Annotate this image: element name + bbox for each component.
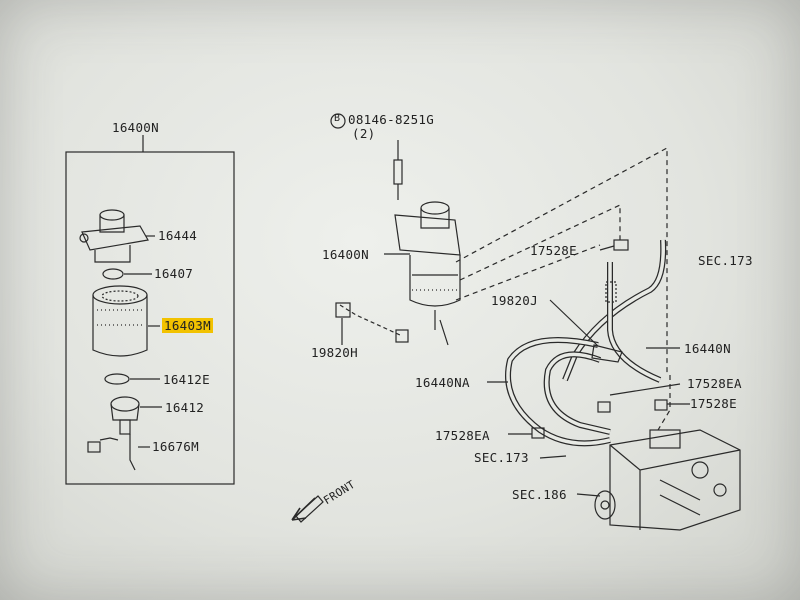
- main-filter-assembly: [393, 159, 461, 346]
- part-16412-label: 16412: [165, 400, 205, 415]
- part-16676m-label: 16676M: [152, 439, 199, 454]
- sec-173-bottom-label: SEC.173: [474, 450, 529, 465]
- part-19820j-label: 19820J: [491, 293, 538, 308]
- part-16444-label: 16444: [158, 228, 198, 243]
- part-16407-label: 16407: [154, 266, 194, 281]
- harness-dashed: [339, 304, 401, 336]
- harness-part: [87, 434, 136, 471]
- part-17528e-right-label: 17528E: [690, 396, 737, 411]
- part-16440n-label: 16440N: [684, 341, 731, 356]
- part-17528ea-right-label: 17528EA: [687, 376, 742, 391]
- part-17528e-top-label: 17528E: [530, 243, 577, 258]
- part-17528ea-left-label: 17528EA: [435, 428, 490, 443]
- part-16403m-label[interactable]: 16403M: [162, 318, 213, 333]
- oring-part: [102, 268, 124, 280]
- sensor-part: [110, 396, 140, 435]
- part-16400n-main-label: 16400N: [322, 247, 369, 262]
- bolt-marker-letter: B: [334, 113, 341, 124]
- bolt-qty-label: (2): [352, 126, 376, 141]
- injection-pump: [594, 429, 741, 531]
- filter-head-part: [79, 209, 149, 263]
- gasket-part: [104, 373, 130, 385]
- bolt-marker-circle: [330, 113, 346, 129]
- sec-186-label: SEC.186: [512, 487, 567, 502]
- part-19820h-label: 19820H: [311, 345, 358, 360]
- filter-element-part: [92, 285, 148, 357]
- bolt-part-label: 08146-8251G: [348, 112, 435, 127]
- group-box: [65, 151, 235, 485]
- sec-173-top-label: SEC.173: [698, 253, 753, 268]
- part-16412e-label: 16412E: [163, 372, 210, 387]
- part-16440na-label: 16440NA: [415, 375, 470, 390]
- group-title-label: 16400N: [112, 120, 159, 135]
